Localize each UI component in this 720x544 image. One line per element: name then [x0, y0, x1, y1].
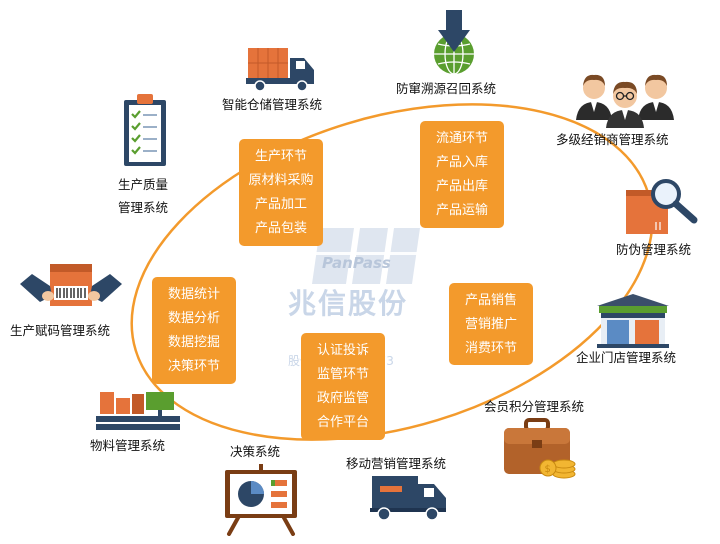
- coding-system-label: 生产赋码管理系统: [10, 323, 111, 338]
- mobile-marketing-system-label: 移动营销管理系统: [346, 456, 447, 471]
- sales-item: 消费环节: [464, 341, 517, 356]
- production-stage-box: 生产环节 原材料采购 产品加工 产品包装: [239, 139, 323, 246]
- production-item: 原材料采购: [248, 173, 314, 188]
- business-people-icon: [576, 74, 674, 128]
- sales-item: 产品销售: [464, 293, 517, 308]
- production-item: 生产环节: [254, 149, 307, 164]
- globe-arrow-icon: [434, 10, 474, 75]
- computer-boxes-icon: [96, 392, 180, 430]
- clipboard-checklist-icon: [124, 94, 166, 166]
- circulation-item: 产品运输: [435, 203, 488, 218]
- presentation-board-icon: [225, 464, 297, 536]
- watermark-brand-cn: 兆信股份: [288, 287, 409, 320]
- material-system-label: 物料管理系统: [90, 438, 166, 453]
- circulation-stage-box: 流通环节 产品入库 产品出库 产品运输: [420, 121, 504, 228]
- regulation-item: 监管环节: [316, 367, 369, 382]
- decision-item: 数据分析: [167, 311, 220, 326]
- regulation-item: 合作平台: [316, 415, 369, 430]
- sales-stage-box: 产品销售 营销推广 消费环节: [449, 283, 533, 365]
- points-system-label: 会员积分管理系统: [484, 399, 585, 414]
- distributor-system-label: 多级经销商管理系统: [556, 132, 669, 147]
- panpass-logo: PanPass: [302, 228, 422, 284]
- regulation-item: 政府监管: [316, 391, 369, 406]
- decision-item: 数据挖掘: [167, 335, 220, 350]
- anticounterfeit-system-label: 防伪管理系统: [616, 242, 692, 257]
- svg-text:$: $: [545, 464, 551, 475]
- trace-system-label: 防窜溯源召回系统: [396, 81, 497, 96]
- decision-system-label: 决策系统: [230, 444, 281, 459]
- regulation-stage-box: 认证投诉 监管环节 政府监管 合作平台: [301, 333, 385, 440]
- sales-item: 营销推广: [464, 317, 517, 332]
- production-item: 产品加工: [254, 197, 307, 212]
- watermark-brand-en: PanPass: [322, 254, 391, 272]
- quality-system-label-line1: 生产质量: [118, 177, 169, 192]
- production-item: 产品包装: [254, 221, 307, 236]
- regulation-item: 认证投诉: [316, 343, 369, 358]
- decision-item: 数据统计: [167, 287, 220, 302]
- storefront-icon: [597, 294, 669, 348]
- delivery-truck-icon: [370, 476, 446, 521]
- box-magnifier-icon: [626, 179, 698, 234]
- quality-system-label-line2: 管理系统: [118, 200, 169, 215]
- decision-item: 决策环节: [167, 359, 220, 374]
- circulation-item: 流通环节: [435, 131, 488, 146]
- decision-stage-box: 数据统计 数据分析 数据挖掘 决策环节: [152, 277, 236, 384]
- briefcase-coins-icon: $: [504, 418, 576, 479]
- barcode-scanner-icon: [20, 264, 122, 306]
- store-system-label: 企业门店管理系统: [576, 350, 677, 365]
- warehouse-system-label: 智能仓储管理系统: [222, 97, 323, 112]
- circulation-item: 产品出库: [435, 179, 488, 194]
- circulation-item: 产品入库: [435, 155, 488, 170]
- delivery-truck-icon: [246, 48, 314, 92]
